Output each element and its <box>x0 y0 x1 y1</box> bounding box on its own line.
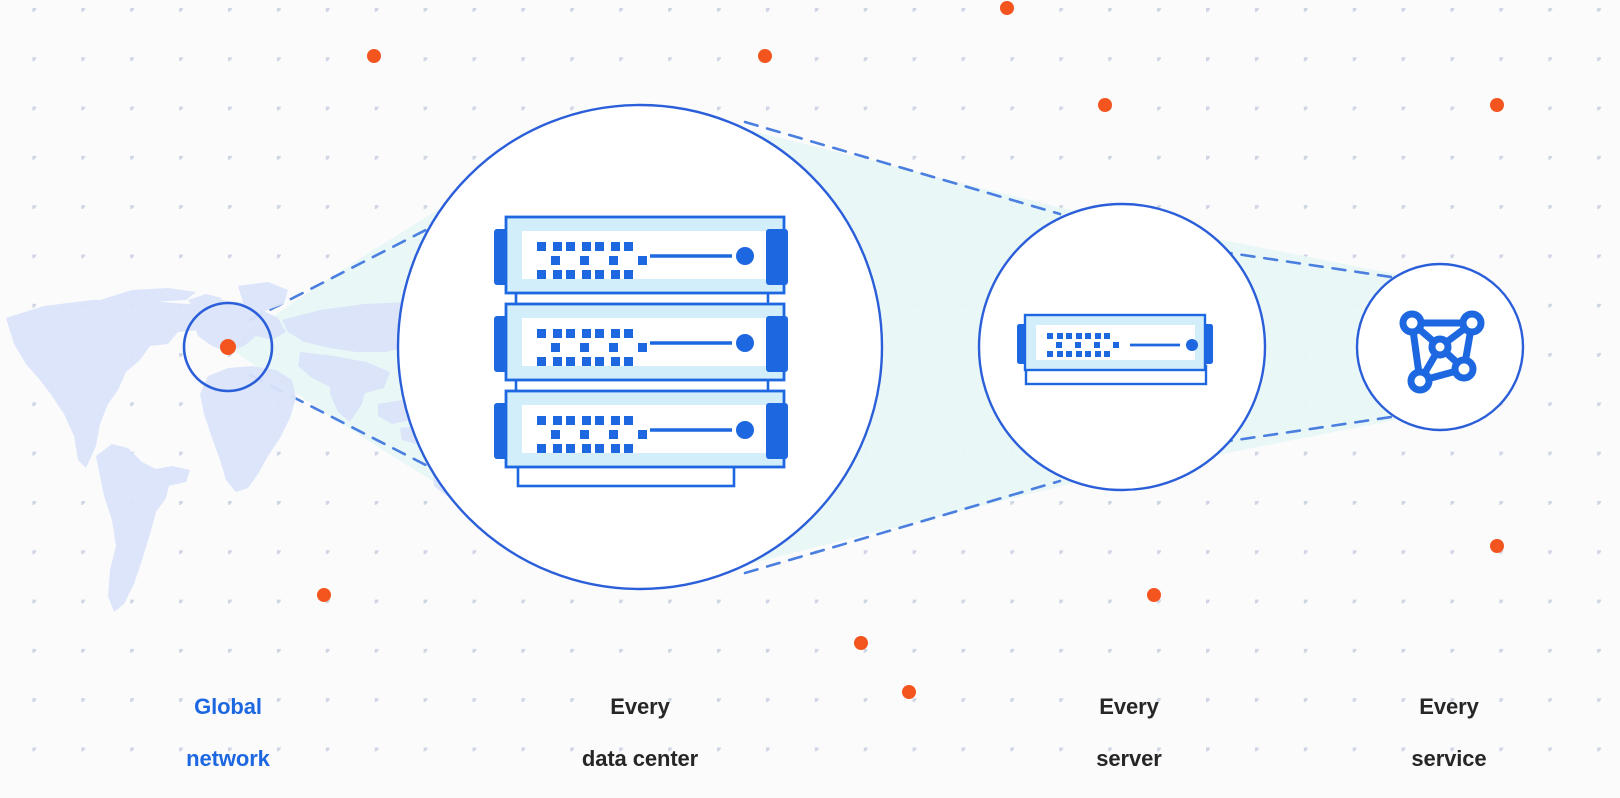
label-line-1: Global <box>194 693 262 719</box>
accent-dot <box>317 588 331 602</box>
dashed-connector-upper-b <box>743 120 1062 216</box>
stage-label-every-server: Every server <box>1039 668 1219 798</box>
node-bottom-right <box>1451 356 1477 382</box>
rack-unit-2 <box>494 302 788 382</box>
dashed-connector-lower-b <box>743 479 1062 575</box>
label-line-2: server <box>1096 745 1162 771</box>
accent-dot <box>902 685 916 699</box>
stage-label-every-service: Every service <box>1359 668 1539 798</box>
accent-dots <box>221 1 1504 699</box>
network-node-graph-icon <box>1399 310 1485 394</box>
accent-dot <box>1490 98 1504 112</box>
diagram-canvas: Global network Every data center Every s… <box>0 0 1620 782</box>
label-line-1: Every <box>1099 693 1159 719</box>
single-server-icon <box>1017 313 1213 386</box>
node-bottom-left <box>1407 368 1433 394</box>
server-rack-icon <box>494 215 788 488</box>
label-line-2: service <box>1411 745 1487 771</box>
accent-dot <box>1147 588 1161 602</box>
label-line-1: Every <box>1419 693 1479 719</box>
accent-dot <box>758 49 772 63</box>
node-top-left <box>1399 310 1425 336</box>
rack-unit-1 <box>494 215 788 295</box>
accent-dot <box>367 49 381 63</box>
node-top-right <box>1459 310 1485 336</box>
accent-dot <box>1490 539 1504 553</box>
accent-dot <box>1098 98 1112 112</box>
label-line-1: Every <box>610 693 670 719</box>
accent-dot <box>854 636 868 650</box>
rack-unit-3 <box>494 389 788 469</box>
stage-label-global-network: Global network <box>148 668 308 798</box>
stage-label-every-data-center: Every data center <box>540 668 740 798</box>
label-line-2: data center <box>581 745 699 771</box>
node-center <box>1428 335 1452 359</box>
accent-dot <box>1000 1 1014 15</box>
accent-dot <box>221 340 235 354</box>
label-line-2: network <box>186 745 270 771</box>
